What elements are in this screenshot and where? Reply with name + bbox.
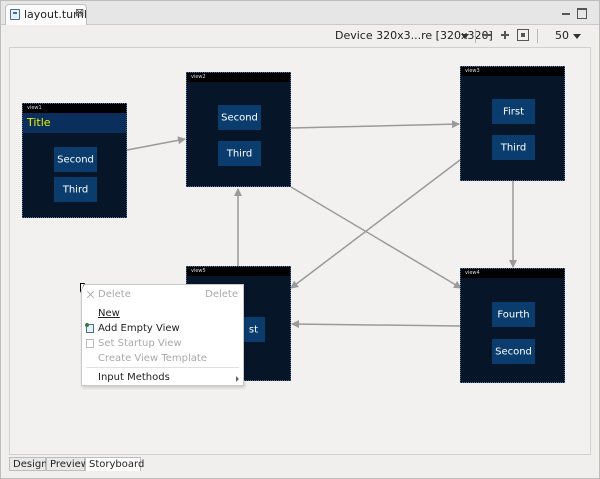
view-button-second[interactable]: Second (54, 147, 97, 172)
zoom-dropdown-icon[interactable] (573, 34, 581, 39)
mouse-cursor-icon (80, 283, 85, 293)
view-title-bar: Title (23, 113, 126, 133)
menu-item-label: Create View Template (98, 353, 207, 364)
view-button-third[interactable]: Third (54, 177, 97, 202)
tab-storyboard[interactable]: Storyboard (85, 457, 144, 471)
link-view3-view5 (290, 159, 461, 289)
view-links (126, 120, 517, 329)
zoom-in-icon[interactable] (499, 29, 511, 41)
view-button-fourth[interactable]: Fourth (492, 302, 535, 327)
view-button-second[interactable]: Second (218, 105, 261, 130)
link-view2-view3 (290, 120, 460, 129)
view-button-first[interactable]: First (492, 99, 535, 124)
minimize-icon[interactable] (559, 5, 573, 19)
editor-tab-label: layout.tuml (24, 8, 87, 21)
view-titlebar: view3 (461, 67, 564, 76)
view-card-view1[interactable]: view1 Title Second Third (22, 103, 127, 218)
startup-view-icon (86, 339, 94, 348)
storyboard-toolbar: Device 320x3...re [320x320] 50 (1, 26, 599, 46)
view-titlebar: view5 (187, 267, 290, 276)
menu-item-new[interactable]: New (82, 306, 243, 321)
link-view2-view4 (290, 186, 462, 289)
view-button-label: Fourth (497, 309, 530, 320)
toolbar-separator (537, 29, 538, 43)
zoom-out-icon[interactable] (481, 29, 493, 41)
view-button-label: Third (500, 142, 527, 153)
view-name: view4 (465, 270, 480, 276)
view-name: view3 (465, 68, 480, 74)
menu-item-label: New (98, 308, 120, 319)
view-titlebar: view1 (23, 104, 126, 113)
delete-icon (86, 290, 94, 299)
view-button-label: Second (221, 112, 258, 123)
menu-item-set-startup-view[interactable]: Set Startup View (82, 336, 243, 351)
context-menu: Delete Delete New Add Empty View Set Sta… (81, 284, 244, 386)
menu-item-input-methods[interactable]: Input Methods (82, 370, 243, 385)
view-button-third[interactable]: Third (218, 141, 261, 166)
view-button-third[interactable]: Third (492, 135, 535, 160)
tab-design[interactable]: Design (9, 457, 48, 471)
editor-tabbar: layout.tuml ⊠ (1, 1, 599, 25)
device-selector[interactable]: Device 320x3...re [320x320] (335, 29, 493, 42)
tab-preview[interactable]: Preview (46, 457, 89, 471)
device-dropdown-icon[interactable] (461, 34, 469, 39)
view-button-label: st (248, 324, 258, 335)
view-name: view2 (191, 74, 206, 80)
toolbar-separator (475, 29, 476, 43)
view-card-view4[interactable]: view4 Fourth Second (460, 268, 565, 383)
menu-item-label: Add Empty View (98, 323, 180, 334)
view-button-label: Third (62, 184, 89, 195)
view-card-view2[interactable]: view2 Second Third (186, 72, 291, 187)
menu-separator (86, 367, 239, 368)
zoom-fit-icon[interactable] (517, 29, 529, 41)
view-button-label: Second (57, 154, 94, 165)
menu-item-label: Input Methods (98, 372, 170, 383)
view-name: view1 (27, 105, 42, 111)
view-button-label: First (502, 106, 525, 117)
view-titlebar: view4 (461, 269, 564, 278)
menu-item-add-empty-view[interactable]: Add Empty View (82, 321, 243, 336)
view-button-label: Third (226, 148, 253, 159)
close-icon[interactable]: ⊠ (75, 6, 85, 19)
view-button-second[interactable]: Second (492, 339, 535, 364)
view-button-label: Second (495, 346, 532, 357)
menu-item-shortcut: Delete (205, 289, 238, 300)
view-titlebar: view2 (187, 73, 290, 82)
menu-item-create-view-template[interactable]: Create View Template (82, 351, 243, 366)
view-title: Title (27, 116, 51, 129)
link-view1-view2 (126, 136, 186, 151)
storyboard-canvas[interactable]: view1 Title Second Third view2 Second Th… (9, 47, 591, 455)
maximize-icon[interactable] (574, 5, 588, 19)
view-name: view5 (191, 268, 206, 274)
menu-item-delete[interactable]: Delete Delete (82, 287, 243, 302)
menu-item-label: Set Startup View (98, 338, 182, 349)
zoom-level[interactable]: 50 (555, 29, 569, 42)
editor-tab-layout[interactable]: layout.tuml ⊠ (5, 4, 87, 25)
menu-item-label: Delete (98, 289, 131, 300)
submenu-arrow-icon (236, 376, 239, 382)
link-view4-view5 (291, 320, 461, 329)
view-card-view3[interactable]: view3 First Third (460, 66, 565, 181)
add-view-icon (85, 323, 94, 333)
layout-file-icon (10, 9, 20, 20)
